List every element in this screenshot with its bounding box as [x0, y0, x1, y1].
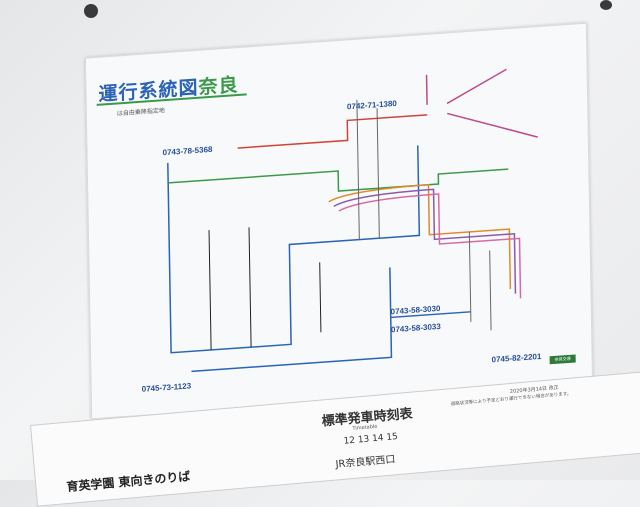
- wall-bolt: [600, 0, 612, 10]
- route-line: [168, 168, 509, 192]
- route-line: [356, 99, 492, 331]
- timetable-hours: 12 13 14 15: [343, 432, 399, 447]
- destination: JR奈良駅西口: [335, 454, 396, 471]
- route-map-board: 運行系統図奈良 は自由乗降指定地 0743-78-5368 0742-71-13…: [84, 22, 594, 420]
- route-line: [191, 267, 471, 373]
- route-line: [237, 114, 428, 149]
- route-line: [167, 145, 421, 354]
- route-line: [333, 188, 517, 294]
- wall-bolt: [84, 4, 98, 18]
- stop-name: 育英学園 東向きのりば: [65, 469, 191, 495]
- timetable-subtitle: Timetable: [352, 423, 378, 432]
- route-line: [338, 193, 522, 299]
- route-line: [425, 68, 538, 138]
- route-line: [208, 227, 322, 350]
- route-map: [167, 68, 538, 373]
